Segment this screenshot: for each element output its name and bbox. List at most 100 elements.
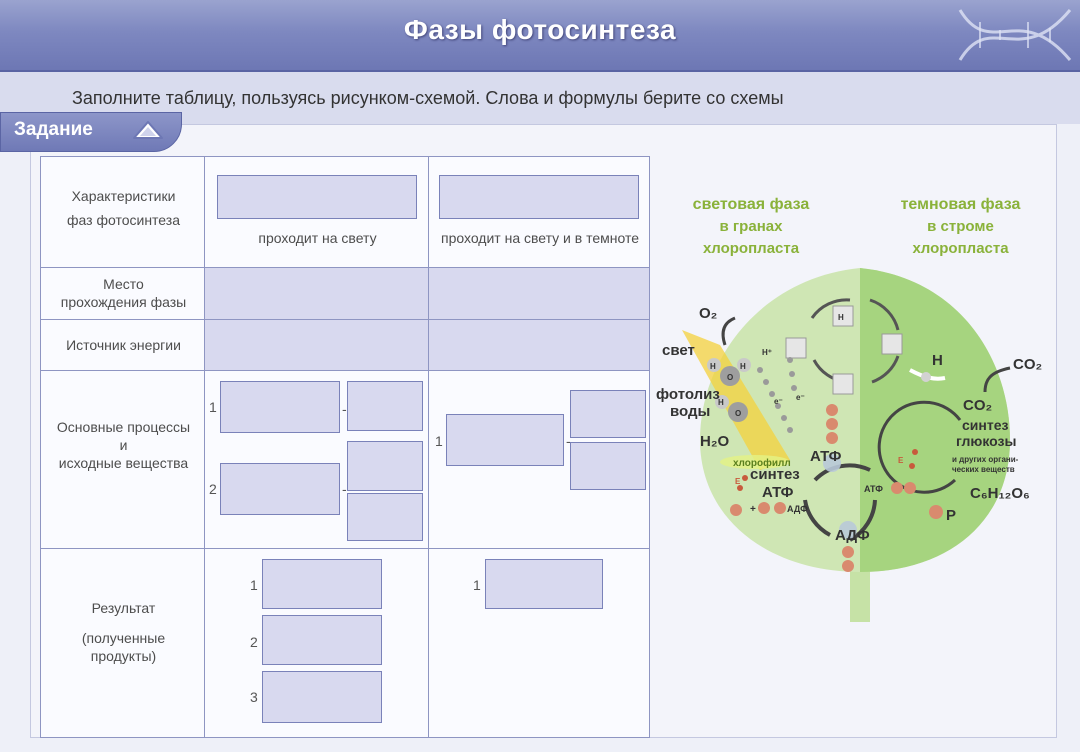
light-phase-header-cell: проходит на свету [204,156,429,268]
light-result-1-input[interactable] [262,559,382,609]
place-label-line1: Место [103,276,144,292]
light-process-2-input[interactable] [220,463,340,515]
collapse-triangle-icon[interactable] [130,117,166,141]
light-result-3-input[interactable] [262,671,382,723]
dark-processes-cell: 1 - [428,370,650,549]
place-label-line2: прохождения фазы [60,294,187,310]
header-bar [0,0,1080,72]
h2o-label: H₂O [700,433,729,450]
process-number-2: 2 [209,481,217,497]
row-header-energy: Источник энергии [40,319,205,371]
light-phase-sub2: хлоропласта [702,240,800,257]
dark-process-1-input[interactable] [446,414,564,466]
glucose-formula-label: C₆H₁₂O₆ [970,485,1030,502]
photolysis-label-2: воды [670,403,710,420]
leaf-stem [850,560,870,622]
atf-small-label: АТФ [864,484,883,494]
dna-icon [958,9,1072,61]
light-phase-title: световая фаза [692,196,810,213]
light-energy-input[interactable] [204,319,429,371]
process-dash: - [342,401,347,417]
dark-result-1-input[interactable] [485,559,603,609]
dark-place-input[interactable] [428,267,650,320]
phases-table: Характеристики фаз фотосинтеза проходит … [40,156,650,738]
result-number-3: 3 [250,689,258,705]
plus-label: + [750,504,756,515]
chlorophyll-highlight [720,455,790,469]
characteristics-label-line2: фаз фотосинтеза [67,212,180,228]
dark-phase-title: темновая фаза [900,196,1021,213]
instruction-text: Заполните таблицу, пользуясь рисунком-сх… [72,88,784,108]
light-process-1-input[interactable] [220,381,340,433]
result-number-1: 1 [473,577,481,593]
co2-label: CO₂ [1013,356,1042,373]
chlorophyll-label: хлорофилл [733,457,791,469]
h-box-right [881,333,903,355]
dark-result-cell: 1 [428,548,650,738]
light-result-2-input[interactable] [262,615,382,665]
result-label-line1: Результат [91,600,156,616]
row-header-processes: Основные процессы и исходные вещества [40,370,205,549]
light-phase-heading: световая фаза в гранах хлоропласта [666,194,836,260]
dark-substance-1a-input[interactable] [570,390,646,438]
atf-label: АТФ [810,448,842,465]
process-dash: - [566,433,571,449]
light-phase-hint: проходит на свету [258,230,377,246]
page-title: Фазы фотосинтеза [403,14,677,45]
electron-label: e⁻ [796,393,805,402]
result-label-line3: продукты) [90,648,157,664]
glucose-synth-label-2: глюкозы [956,433,1016,449]
light-substance-2a-input[interactable] [347,441,423,491]
dark-phase-heading: темновая фаза в строме хлоропласта [878,194,1043,260]
h-atom-label: H [710,362,716,371]
energy-e-label: E [898,456,904,465]
phosphate-label: P [946,507,956,524]
photosynthesis-diagram: O₂ свет фотолиз воды H₂O хлорофилл синте… [656,268,1042,622]
adf-label: АДФ [835,527,870,544]
light-processes-cell: 1 - 2 - [204,370,429,549]
h-box-bottom [832,373,854,395]
o2-label: O₂ [699,305,717,322]
light-place-input[interactable] [204,267,429,320]
dark-phase-hint: проходит на свету и в темноте [440,230,640,246]
h-atom-label: H [718,398,724,407]
h-label: H [932,352,943,369]
o-atom-label: O [735,409,741,418]
light-label: свет [662,342,695,359]
h-box-label: H [838,313,844,322]
row-header-place: Место прохождения фазы [40,267,205,320]
energy-label: Источник энергии [66,337,181,353]
co2-inner-label: CO₂ [963,397,992,414]
synth-atf-label-2: АТФ [762,484,794,501]
light-phase-sub1: в гранах [719,218,783,235]
adf-small-label: АДФ [787,504,808,514]
processes-label-line2: и [119,437,128,453]
h-box-left [785,337,807,359]
dark-phase-header-cell: проходит на свету и в темноте [428,156,650,268]
dark-phase-sub1: в строме [927,218,994,235]
dark-phase-sub2: хлоропласта [912,240,1009,257]
process-number-1: 1 [435,433,443,449]
electron-label: e⁻ [774,397,783,406]
photolysis-label-1: фотолиз [656,386,720,403]
other-substances-label-1: и других органи- [952,455,1019,464]
row-header-result: Результат (полученные продукты) [40,548,205,738]
result-label-line2: (полученные [81,630,166,646]
process-number-1: 1 [209,399,217,415]
dark-phase-name-input[interactable] [439,175,639,219]
characteristics-label-line1: Характеристики [71,188,176,204]
result-number-1: 1 [250,577,258,593]
light-result-cell: 1 2 3 [204,548,429,738]
row-header-characteristics: Характеристики фаз фотосинтеза [40,156,205,268]
dark-energy-input[interactable] [428,319,650,371]
o-atom-label: O [727,373,733,382]
light-substance-2b-input[interactable] [347,493,423,541]
other-substances-label-2: ческих веществ [952,465,1015,474]
synth-atf-label-1: синтез [750,466,800,483]
h-atom-label: H [740,362,746,371]
process-dash: - [342,481,347,497]
light-substance-1-input[interactable] [347,381,423,431]
light-phase-name-input[interactable] [217,175,417,219]
dark-substance-1b-input[interactable] [570,442,646,490]
processes-label-line1: Основные процессы [56,419,191,435]
